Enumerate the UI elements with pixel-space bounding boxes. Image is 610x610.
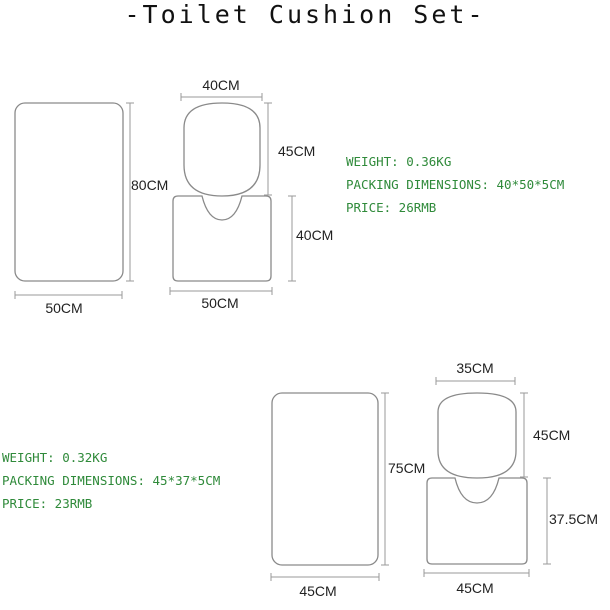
set1-dim-mat-width (14, 291, 123, 299)
set1-spec-price: PRICE: 26RMB (346, 200, 437, 215)
set2-dim-contour-height (543, 477, 551, 565)
set1-contour-mat (172, 195, 272, 282)
set1-lid-cover (183, 102, 261, 197)
page-title: -Toilet Cushion Set- (124, 0, 486, 29)
set2-label-lid-width: 35CM (456, 360, 493, 376)
set1-spec-packing-dimensions: PACKING DIMENSIONS: 40*50*5CM (346, 177, 565, 192)
set2-spec-weight: WEIGHT: 0.32KG (2, 450, 108, 465)
set2-dim-lid-height (520, 392, 528, 478)
set2-rect-mat (271, 392, 379, 566)
set1-dim-contour-width (169, 287, 273, 295)
set1-dim-contour-height (288, 195, 296, 282)
set1-dim-mat-height (126, 102, 134, 282)
set2-dim-mat-height (381, 392, 389, 566)
set1-label-contour-height: 40CM (296, 227, 333, 243)
set1-dim-lid-height (264, 102, 272, 196)
set2-label-contour-height: 37.5CM (549, 511, 598, 527)
set1-specs: WEIGHT: 0.36KG PACKING DIMENSIONS: 40*50*… (346, 150, 564, 219)
set1-label-contour-width: 50CM (201, 295, 238, 311)
set2-specs: WEIGHT: 0.32KG PACKING DIMENSIONS: 45*37*… (2, 446, 220, 515)
set2-lid-cover (437, 392, 517, 479)
set1-label-mat-height: 80CM (131, 177, 168, 193)
set2-dim-mat-width (270, 573, 380, 581)
set1-spec-weight: WEIGHT: 0.36KG (346, 154, 452, 169)
set1-dim-lid-width (180, 93, 263, 101)
set1-label-mat-width: 50CM (45, 300, 82, 316)
set2-label-lid-height: 45CM (533, 427, 570, 443)
set2-spec-packing-dimensions: PACKING DIMENSIONS: 45*37*5CM (2, 473, 221, 488)
set1-rect-mat (14, 102, 124, 282)
set2-label-contour-width: 45CM (456, 580, 493, 596)
set2-spec-price: PRICE: 23RMB (2, 496, 93, 511)
set2-dim-contour-width (423, 569, 530, 577)
set1-label-lid-height: 45CM (278, 143, 315, 159)
set2-contour-mat (426, 477, 528, 565)
set2-dim-lid-width (435, 377, 516, 385)
set2-label-mat-height: 75CM (388, 460, 425, 476)
set2-label-mat-width: 45CM (299, 583, 336, 599)
set1-label-lid-width: 40CM (202, 77, 239, 93)
